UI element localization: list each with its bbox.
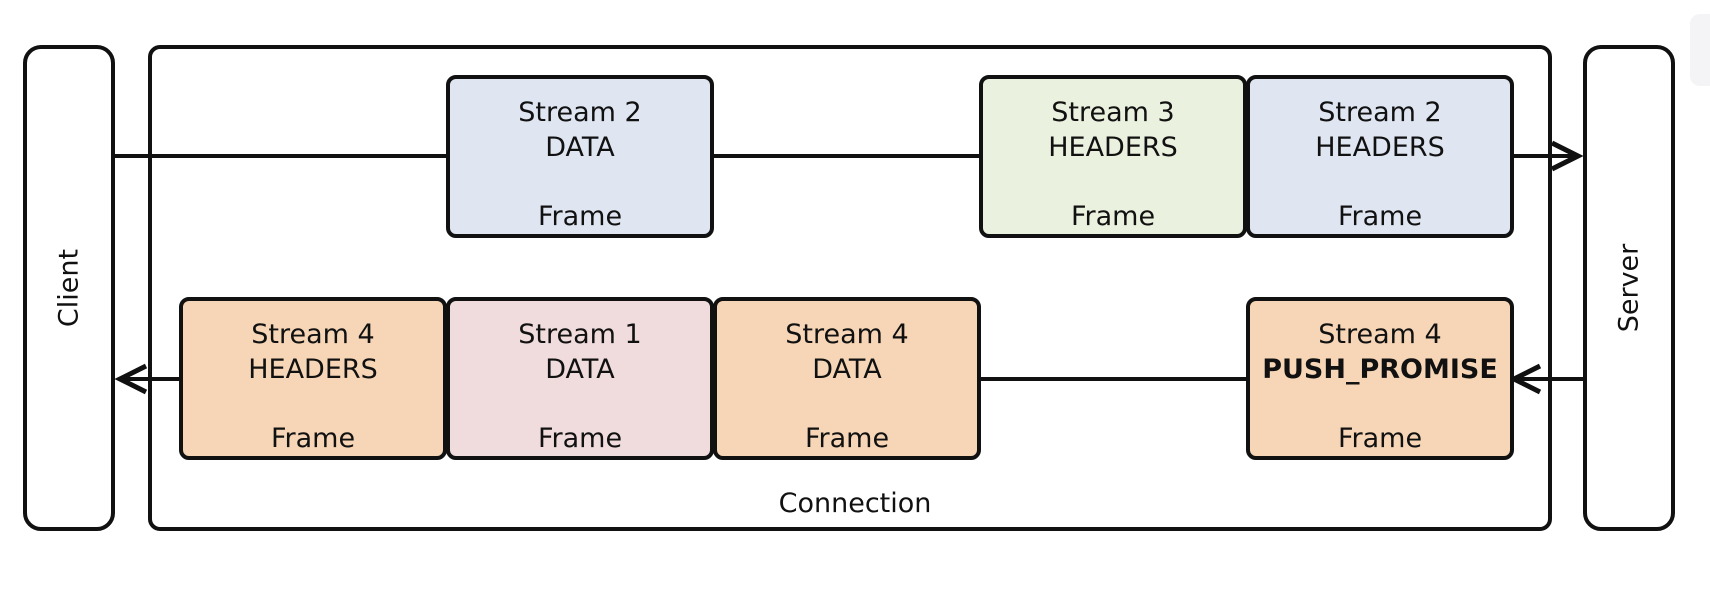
frame-word-label: Frame [804,423,890,454]
frame-stream-label: Stream 1 [518,319,642,350]
frame-stream-label: Stream 3 [1051,97,1175,128]
frame-bottom-stream4-data: Stream 4 DATA Frame [713,297,981,460]
frame-word-label: Frame [537,201,623,232]
frame-bottom-stream4-headers: Stream 4 HEADERS Frame [179,297,447,460]
frame-word-label: Frame [537,423,623,454]
arrowhead-left-icon [1508,363,1542,395]
frame-type-label: DATA [812,354,882,385]
frame-type-label: PUSH_PROMISE [1262,354,1498,385]
frame-type-label: HEADERS [1315,132,1445,163]
frame-bottom-stream1-data: Stream 1 DATA Frame [446,297,714,460]
frame-word-label: Frame [1337,423,1423,454]
frame-top-stream3-headers: Stream 3 HEADERS Frame [979,75,1247,238]
arrowhead-right-icon [1550,140,1584,172]
server-endpoint: Server [1583,45,1675,531]
frame-top-stream2-data: Stream 2 DATA Frame [446,75,714,238]
frame-type-label: DATA [545,354,615,385]
frame-stream-label: Stream 4 [785,319,909,350]
client-endpoint: Client [23,45,115,531]
edge-panel [1690,14,1710,86]
connection-label: Connection [778,488,932,519]
frame-word-label: Frame [1070,201,1156,232]
frame-word-label: Frame [1337,201,1423,232]
frame-stream-label: Stream 2 [518,97,642,128]
frame-stream-label: Stream 4 [251,319,375,350]
frame-type-label: HEADERS [1048,132,1178,163]
frame-stream-label: Stream 4 [1318,319,1442,350]
frame-type-label: HEADERS [248,354,378,385]
frame-top-stream2-headers: Stream 2 HEADERS Frame [1246,75,1514,238]
frame-bottom-stream4-push-promise: Stream 4 PUSH_PROMISE Frame [1246,297,1514,460]
frame-type-label: DATA [545,132,615,163]
frame-stream-label: Stream 2 [1318,97,1442,128]
frame-word-label: Frame [270,423,356,454]
arrowhead-left-icon [114,363,148,395]
